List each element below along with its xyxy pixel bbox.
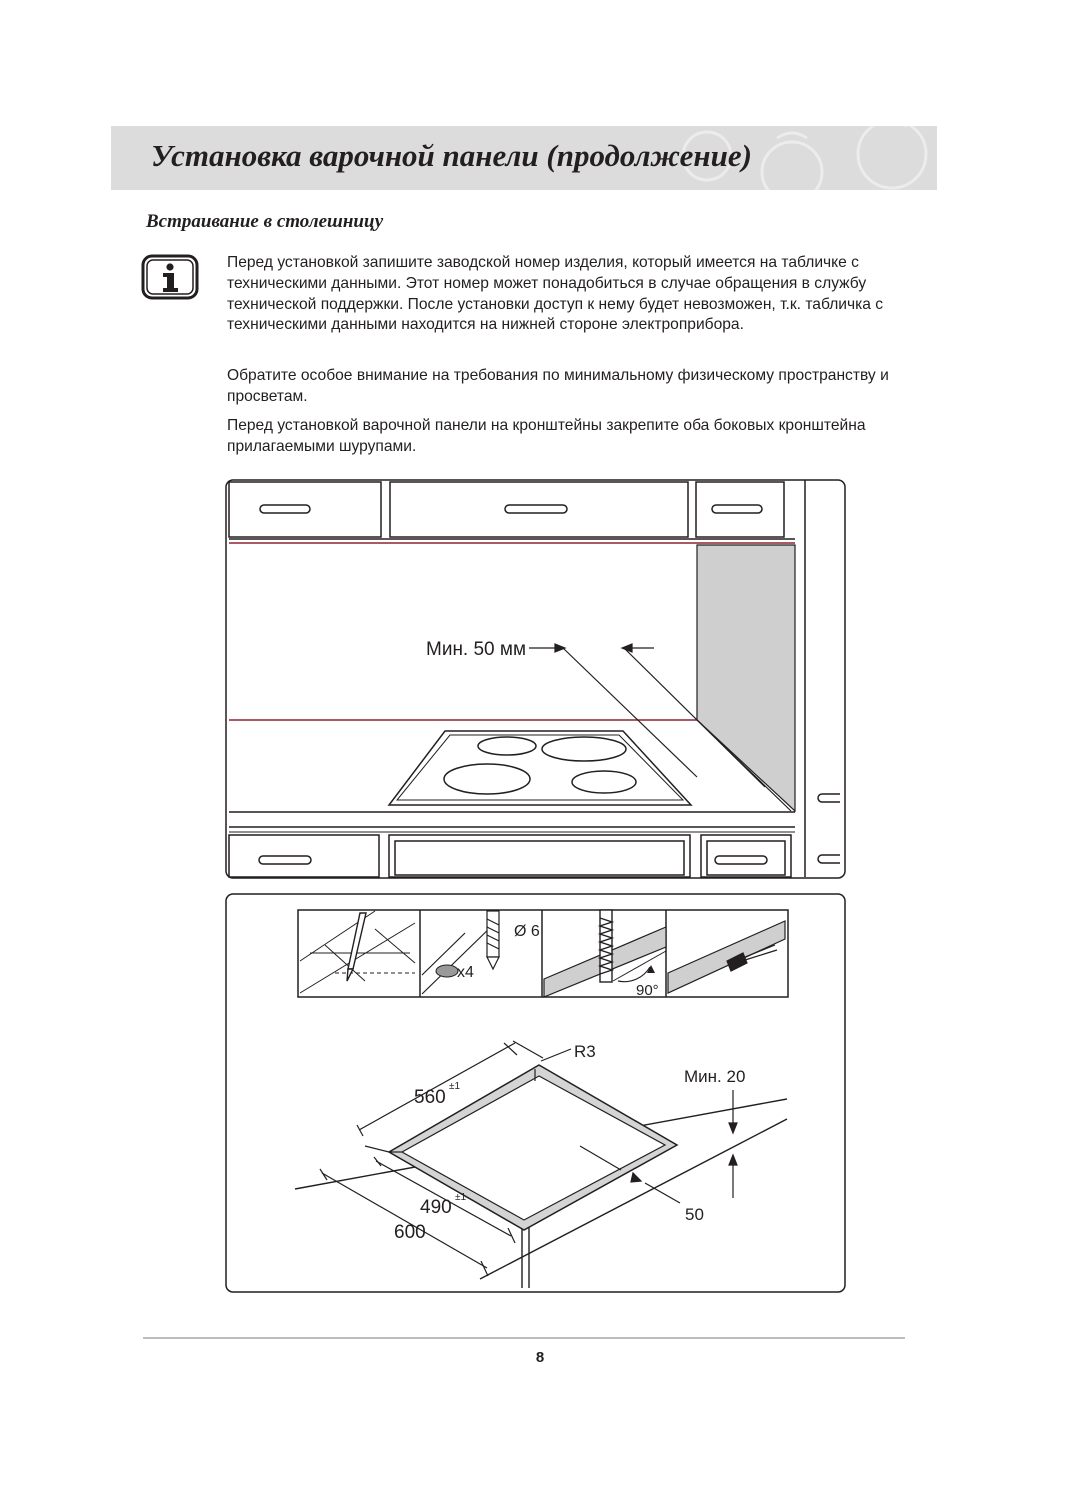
angle-label: 90° bbox=[636, 982, 659, 999]
page-number: 8 bbox=[535, 1349, 545, 1366]
drill-diameter-label: Ø 6 bbox=[514, 923, 540, 940]
dim-490-label: 490 bbox=[420, 1197, 452, 1218]
info-icon bbox=[141, 254, 199, 300]
dim-50-label: 50 bbox=[685, 1205, 704, 1224]
paragraph-serial-number: Перед установкой запишите заводской номе… bbox=[227, 254, 884, 334]
clearance-label: Мин. 50 мм bbox=[426, 639, 526, 660]
tomato-decoration-icon bbox=[681, 126, 928, 190]
paragraph-clearance: Обратите особое внимание на требования п… bbox=[227, 367, 889, 405]
dim-560-label: 560 bbox=[414, 1087, 446, 1108]
kitchen-clearance-figure: Мин. 50 мм bbox=[225, 477, 847, 886]
dim-560-tolerance: ±1 bbox=[449, 1081, 460, 1092]
dim-600-label: 600 bbox=[394, 1222, 426, 1243]
paragraph-brackets: Перед установкой варочной панели на крон… bbox=[227, 417, 866, 455]
header-band: Установка варочной панели (продолжение) bbox=[111, 126, 937, 190]
min-thickness-label: Мин. 20 bbox=[684, 1067, 745, 1086]
section-subtitle: Встраивание в столешницу bbox=[146, 211, 384, 232]
footer-divider bbox=[143, 1337, 905, 1339]
dim-490-tolerance: ±1 bbox=[455, 1192, 466, 1203]
cutout-dimensions-figure: Ø 6 x4 90° bbox=[225, 893, 847, 1300]
radius-label: R3 bbox=[574, 1042, 596, 1061]
quantity-label: x4 bbox=[457, 964, 474, 981]
page-title: Установка варочной панели (продолжение) bbox=[151, 138, 752, 173]
